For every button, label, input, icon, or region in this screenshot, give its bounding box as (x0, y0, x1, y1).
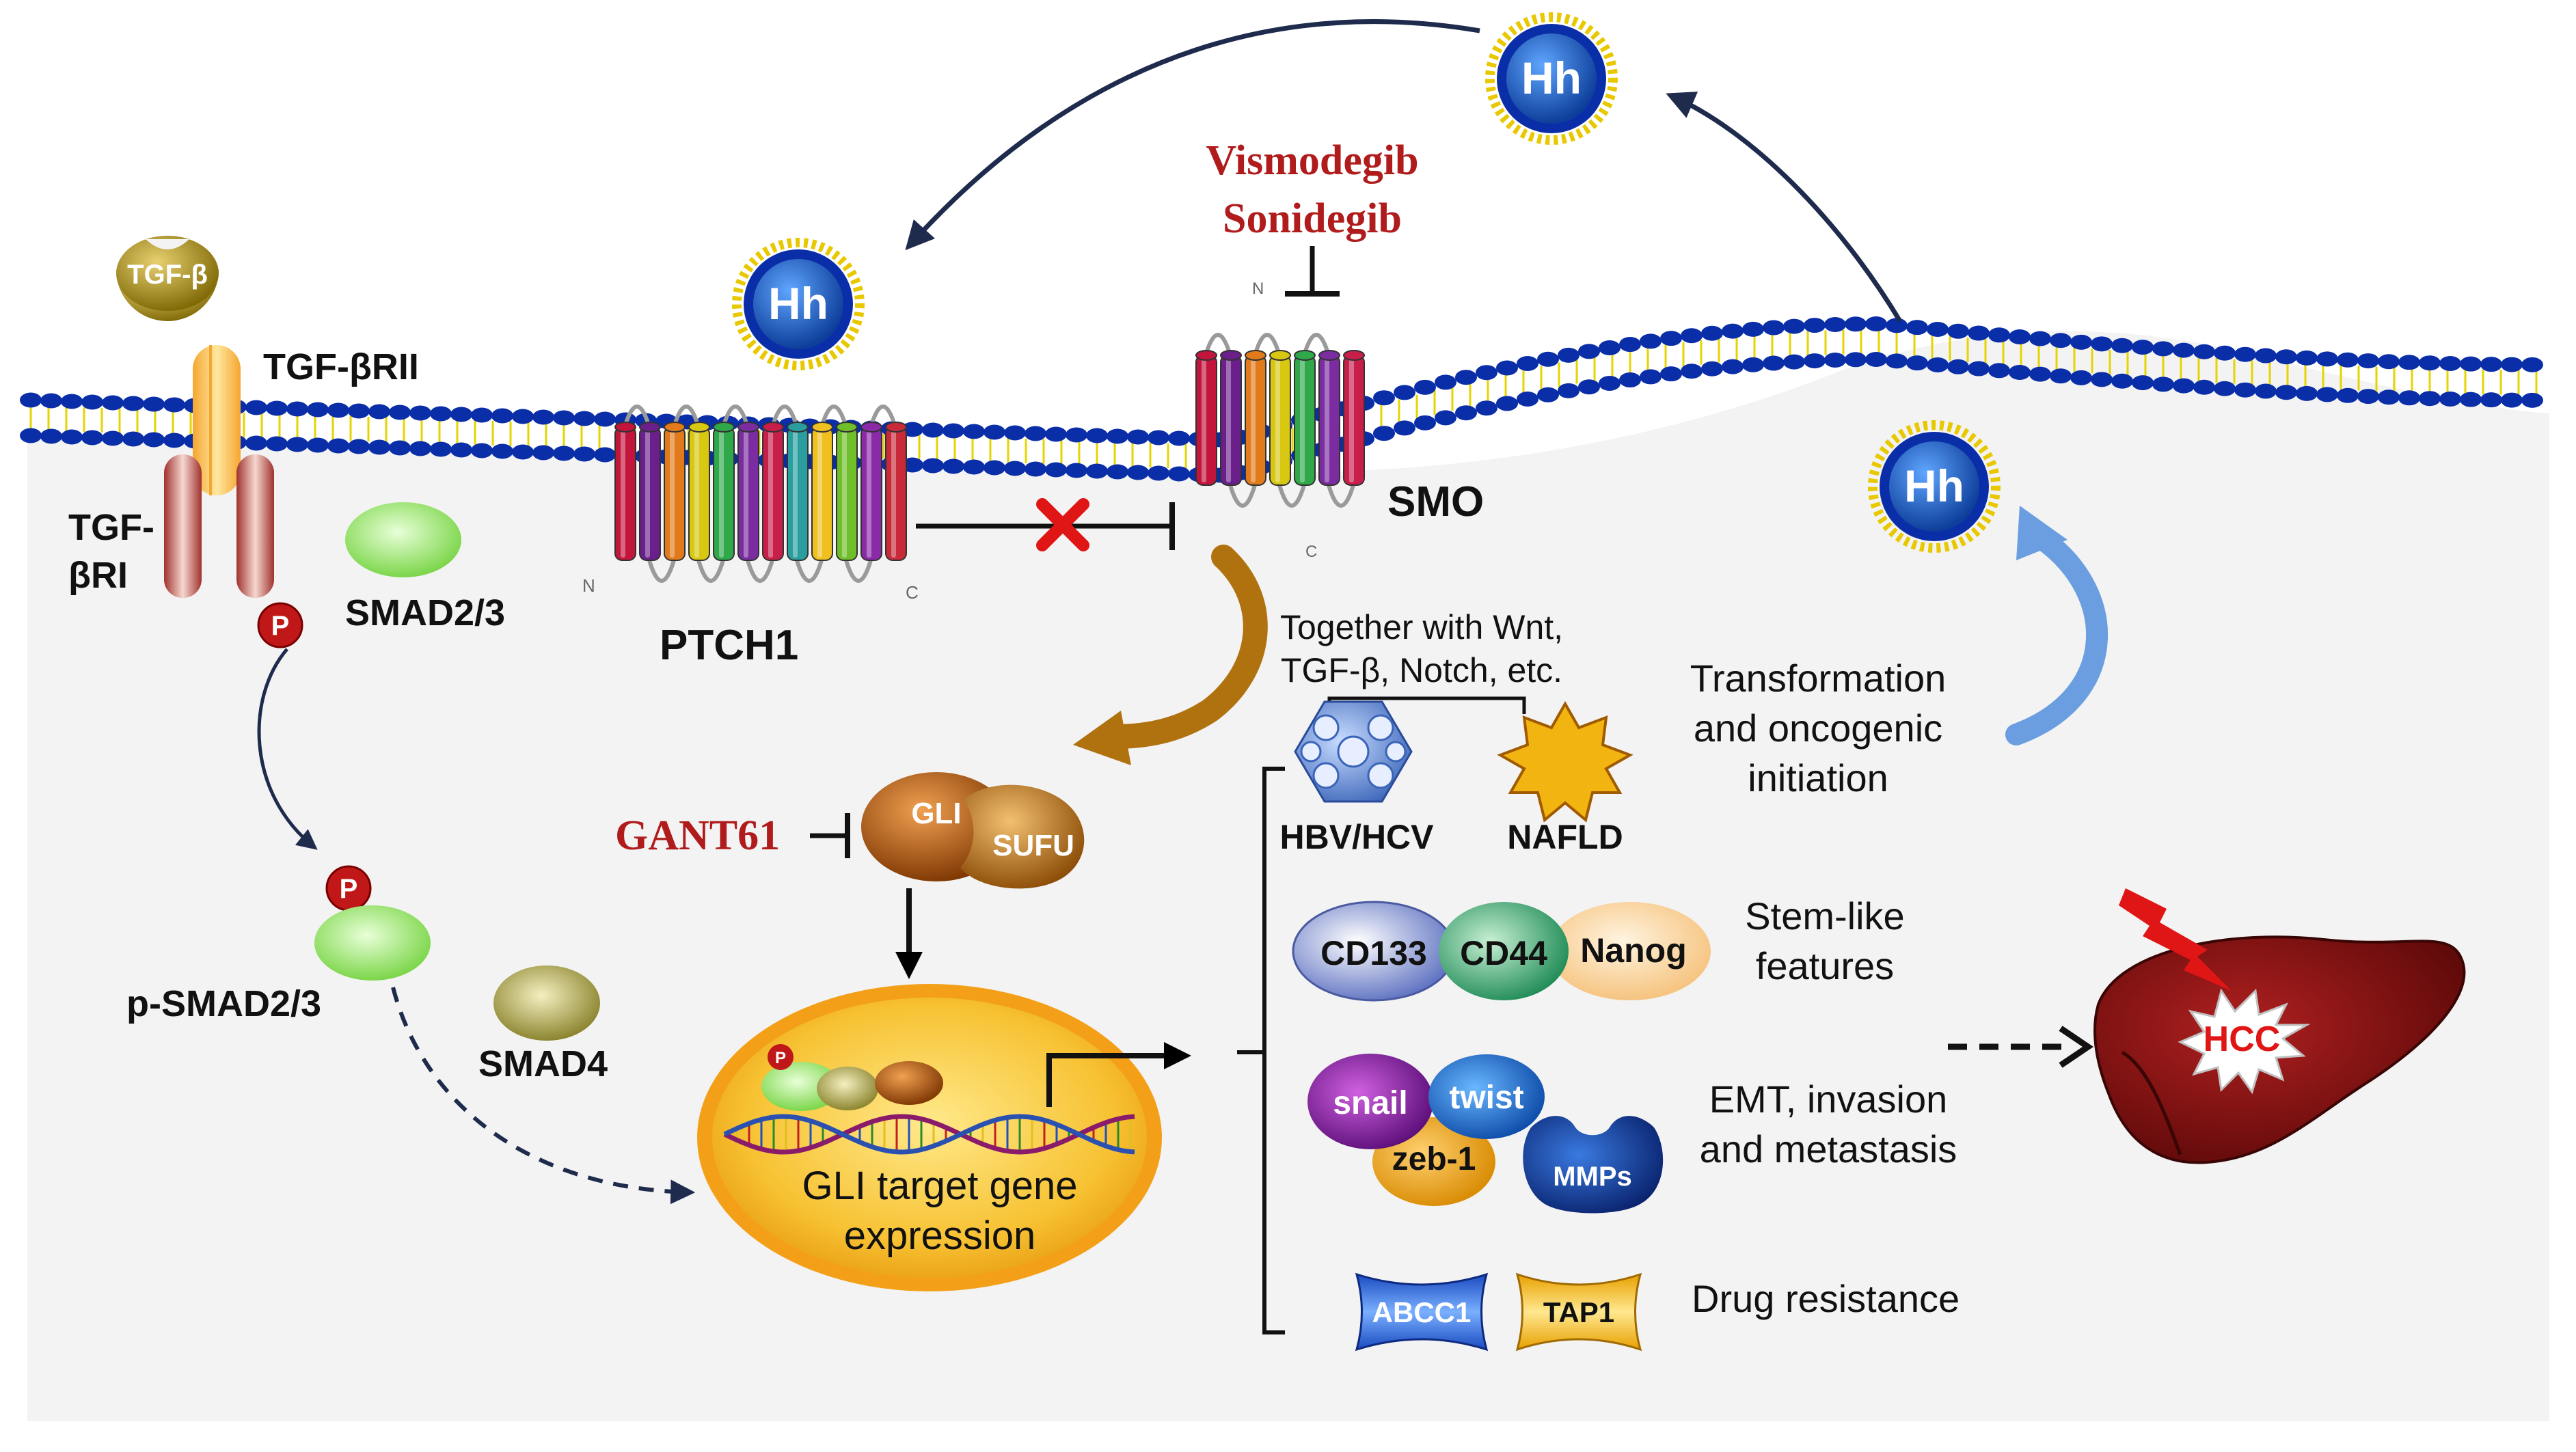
ptch1-c-term: C (906, 582, 919, 603)
cofactor-line-1: Together with Wnt, (1280, 608, 1563, 646)
tgf-beta-ri-right (236, 454, 274, 598)
svg-text:Hh: Hh (1904, 461, 1964, 511)
nucleus-label-2: expression (844, 1214, 1035, 1258)
twist-label: twist (1449, 1080, 1523, 1116)
snail-marker (1307, 1054, 1433, 1149)
tgf-beta-ligand: TGF-β (116, 236, 219, 321)
smad23 (345, 502, 461, 577)
virus-icon (1294, 700, 1413, 803)
emt-line-2: and metastasis (1700, 1127, 1957, 1170)
blocked-x-icon (1036, 498, 1089, 551)
nuclear-phospho: P (768, 1044, 794, 1070)
cd44-label: CD44 (1460, 934, 1547, 972)
smad-to-nucleus-arrow (391, 987, 696, 1205)
drug-resistance-label: Drug resistance (1692, 1277, 1960, 1320)
gant61-label: GANT61 (615, 812, 780, 859)
hh-ligand-top: Hh (1485, 12, 1618, 145)
nucleus-label-1: GLI target gene (802, 1164, 1077, 1208)
phosphorylation-arrow (257, 648, 318, 850)
cytoplasm (27, 331, 2549, 1421)
lightning-icon (2119, 888, 2232, 991)
phospho-psmad: P (325, 865, 372, 912)
mmps-label: MMPs (1553, 1162, 1632, 1192)
nafld-star-icon (1497, 700, 1633, 823)
tgf-beta-rii (193, 345, 241, 495)
tgf-beta-rii-label: TGF-βRII (263, 346, 419, 387)
tap1-label: TAP1 (1543, 1296, 1614, 1328)
abcc1-transporter (1355, 1272, 1489, 1352)
transformation-line-2: and oncogenic (1694, 707, 1942, 750)
psmad23-label: p-SMAD2/3 (126, 983, 321, 1024)
smad4 (493, 965, 600, 1041)
hcc-label: HCC (2204, 1019, 2281, 1059)
smad4-label: SMAD4 (478, 1043, 608, 1084)
zeb1-label: zeb-1 (1392, 1141, 1476, 1177)
hh-ligand-secreted: Hh (1868, 420, 2001, 553)
sufu-label: SUFU (992, 829, 1074, 862)
sonidegib-label: Sonidegib (1223, 195, 1402, 242)
cd44-marker (1439, 902, 1569, 1000)
hh-ligand-ptch: Hh (732, 238, 865, 370)
twist-marker (1428, 1054, 1545, 1139)
gli-label: GLI (911, 797, 961, 830)
hcc-burst-icon (2178, 988, 2311, 1095)
hh-secretion-arrow (1666, 92, 1903, 323)
transformation-line-1: Transformation (1690, 657, 1947, 700)
hh-autocrine-arrow (2005, 529, 2109, 745)
hh-binding-arrow (905, 19, 1480, 251)
outcome-bracket (1237, 767, 1285, 1334)
transformation-line-3: initiation (1748, 756, 1888, 799)
smo-n-term: N (1252, 279, 1264, 298)
svg-text:P: P (271, 611, 290, 641)
sufu-protein (960, 784, 1085, 889)
svg-text:P: P (340, 874, 358, 904)
nuclear-smad4 (817, 1067, 878, 1110)
smo-label: SMO (1387, 478, 1484, 525)
svg-text:Hh: Hh (768, 278, 828, 329)
nuclear-gli (875, 1061, 943, 1105)
emt-line-1: EMT, invasion (1709, 1078, 1948, 1121)
smo-c-term: C (1305, 543, 1317, 561)
phospho-receptor: P (257, 602, 303, 648)
dna-helix-icon (723, 1114, 1135, 1155)
snail-label: snail (1333, 1085, 1407, 1121)
smo-to-gli-arrow (1092, 545, 1268, 750)
stem-line-1: Stem-like (1745, 894, 1904, 937)
smad23-label: SMAD2/3 (345, 592, 505, 633)
nanog-label: Nanog (1580, 931, 1687, 970)
nanog-marker (1549, 902, 1711, 1000)
ptch1-n-term: N (582, 575, 595, 596)
tgf-beta-ri-label-1: TGF- (68, 507, 154, 548)
cofactor-line-2: TGF-β, Notch, etc. (1281, 651, 1562, 689)
smo-receptor (1195, 333, 1365, 508)
svg-text:P: P (775, 1049, 786, 1067)
ptch1-receptor (614, 405, 907, 583)
vismodegib-label: Vismodegib (1206, 137, 1418, 184)
tgf-beta-ri-label-2: βRI (68, 555, 128, 596)
psmad23 (314, 905, 431, 981)
nafld-label: NAFLD (1507, 818, 1623, 856)
ptch1-label: PTCH1 (660, 622, 798, 669)
svg-text:Hh: Hh (1521, 53, 1582, 103)
mmps-marker (1523, 1116, 1664, 1214)
transcription-arrow (1046, 1042, 1191, 1107)
svg-text:TGF-β: TGF-β (127, 260, 208, 290)
stem-line-2: features (1756, 944, 1894, 987)
cd133-label: CD133 (1320, 934, 1427, 972)
tgf-beta-ri-left (164, 454, 202, 598)
abcc1-label: ABCC1 (1372, 1296, 1472, 1328)
tap1-transporter (1515, 1272, 1642, 1352)
virus-label: HBV/HCV (1279, 818, 1434, 856)
